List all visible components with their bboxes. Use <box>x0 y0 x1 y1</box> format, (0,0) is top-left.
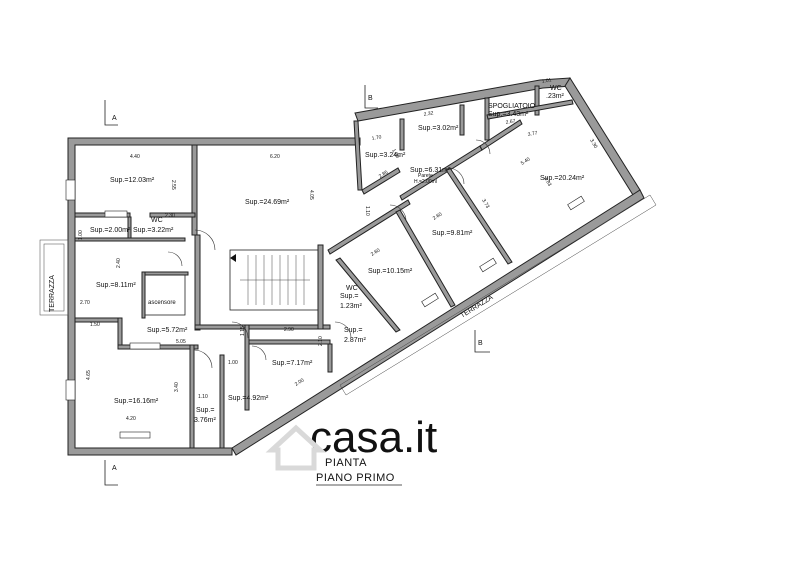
wc-label: WC <box>550 85 562 92</box>
dimension: 3.73 <box>480 198 490 210</box>
dimension: 2.32 <box>423 110 434 118</box>
title-line-2: PIANO PRIMO <box>316 472 395 484</box>
drawing-title: PIANTA PIANO PRIMO <box>316 457 402 486</box>
room-label: Sup.=3.22m² <box>133 227 174 234</box>
dimension: 2.70 <box>80 300 90 306</box>
room-label: Sup.=3.24m² <box>365 152 406 159</box>
dimension: 2.55 <box>170 180 176 190</box>
stair-steps <box>230 254 310 305</box>
title-line-1: PIANTA <box>325 457 367 469</box>
dimension: 3.77 <box>527 130 538 138</box>
room-label: Sup.=16.16m² <box>114 398 159 405</box>
room-label: Sup.=20.24m² <box>540 175 585 182</box>
partition-label: Parete <box>418 173 433 179</box>
room-label: Sup.= <box>196 407 215 414</box>
dimension: 6.20 <box>270 154 280 160</box>
room-label: 2.87m² <box>344 337 366 344</box>
partition-height-label: H.=2.00ml <box>414 179 437 185</box>
section-mark-b-top: B <box>368 95 373 102</box>
dimension: 1.00 <box>78 230 84 240</box>
dimension: 2.40 <box>116 258 122 268</box>
dimension: 3.30 <box>588 138 598 150</box>
wc-label: WC <box>346 285 358 292</box>
outer-walls <box>67 77 645 456</box>
windows <box>65 179 585 439</box>
dimension-labels: 4.40 6.20 2.55 4.05 2.30 2.40 2.70 1.50 … <box>78 77 598 422</box>
dimension: 4.20 <box>126 416 136 422</box>
dimension: 1.01 <box>541 77 552 85</box>
internal-walls <box>74 85 574 449</box>
terrace-label-left: TERRAZZA <box>49 275 56 312</box>
wc-label: WC <box>151 217 163 224</box>
section-markers: A A B B <box>104 85 490 486</box>
dimension: 1.70 <box>371 134 382 142</box>
dimension: 2.60 <box>370 247 382 257</box>
dimension: 2.67 <box>505 118 516 126</box>
locker-room-label: SPOGLIATOIO <box>488 103 536 110</box>
section-mark-a-bottom: A <box>112 465 117 472</box>
room-label: 3.76m² <box>194 417 216 424</box>
room-label: 1.23m² <box>340 303 362 310</box>
room-label: Sup.=5.72m² <box>147 327 188 334</box>
dimension: 2.00 <box>294 377 306 387</box>
elevator-label: ascensore <box>148 300 176 306</box>
section-mark-a-top: A <box>112 115 117 122</box>
room-label: Sup.= <box>340 293 359 300</box>
room-label: Sup.=10.15m² <box>368 268 413 275</box>
dimension: 5.05 <box>176 339 186 345</box>
dimension: 4.40 <box>130 154 140 160</box>
dimension: 2.90 <box>284 327 294 333</box>
dimension: 1.00 <box>390 148 400 160</box>
dimension: 3.40 <box>174 382 180 392</box>
dimension: 4.05 <box>308 190 314 200</box>
room-label: Sup.=24.69m² <box>245 199 290 206</box>
room-labels: Sup.=12.03m² Sup.=24.69m² Sup.=2.00m² Su… <box>90 93 585 424</box>
dimension: 2.60 <box>432 211 444 221</box>
room-label: Sup.=6.31m² <box>410 167 451 174</box>
terrace-left <box>39 239 69 316</box>
section-mark-b-bottom: B <box>478 340 483 347</box>
room-label: .23m² <box>546 93 565 100</box>
room-label: Sup.= <box>344 327 363 334</box>
dimension: 5.40 <box>520 156 532 166</box>
house-logo-icon <box>265 424 327 471</box>
dimension: 2.10 <box>318 336 324 346</box>
dimension: 1.50 <box>90 322 100 328</box>
watermark-text: casa.it <box>310 413 437 462</box>
dimension: 2.85 <box>378 169 390 179</box>
room-label: Sup.=3.43m² <box>488 111 529 118</box>
dimension: 2.30 <box>165 213 175 219</box>
room-label: Sup.=7.17m² <box>272 360 313 367</box>
room-label: Sup.=9.81m² <box>432 230 473 237</box>
room-label: Sup.=2.00m² <box>90 227 131 234</box>
dimension: 1.10 <box>364 206 370 216</box>
room-label: Sup.=3.02m² <box>418 125 459 132</box>
terrace-right <box>339 194 657 396</box>
room-label: Sup.=8.11m² <box>96 282 136 289</box>
dimension: 1.00 <box>228 360 238 366</box>
dimension: 3.83 <box>542 176 552 188</box>
dimension: 1.10 <box>198 394 208 400</box>
room-label: Sup.=12.03m² <box>110 177 155 184</box>
room-label: Sup.=4.92m² <box>228 395 269 402</box>
dimension: 4.65 <box>86 370 92 380</box>
door-swings <box>167 139 491 369</box>
dimension: 1.15 <box>240 326 246 336</box>
